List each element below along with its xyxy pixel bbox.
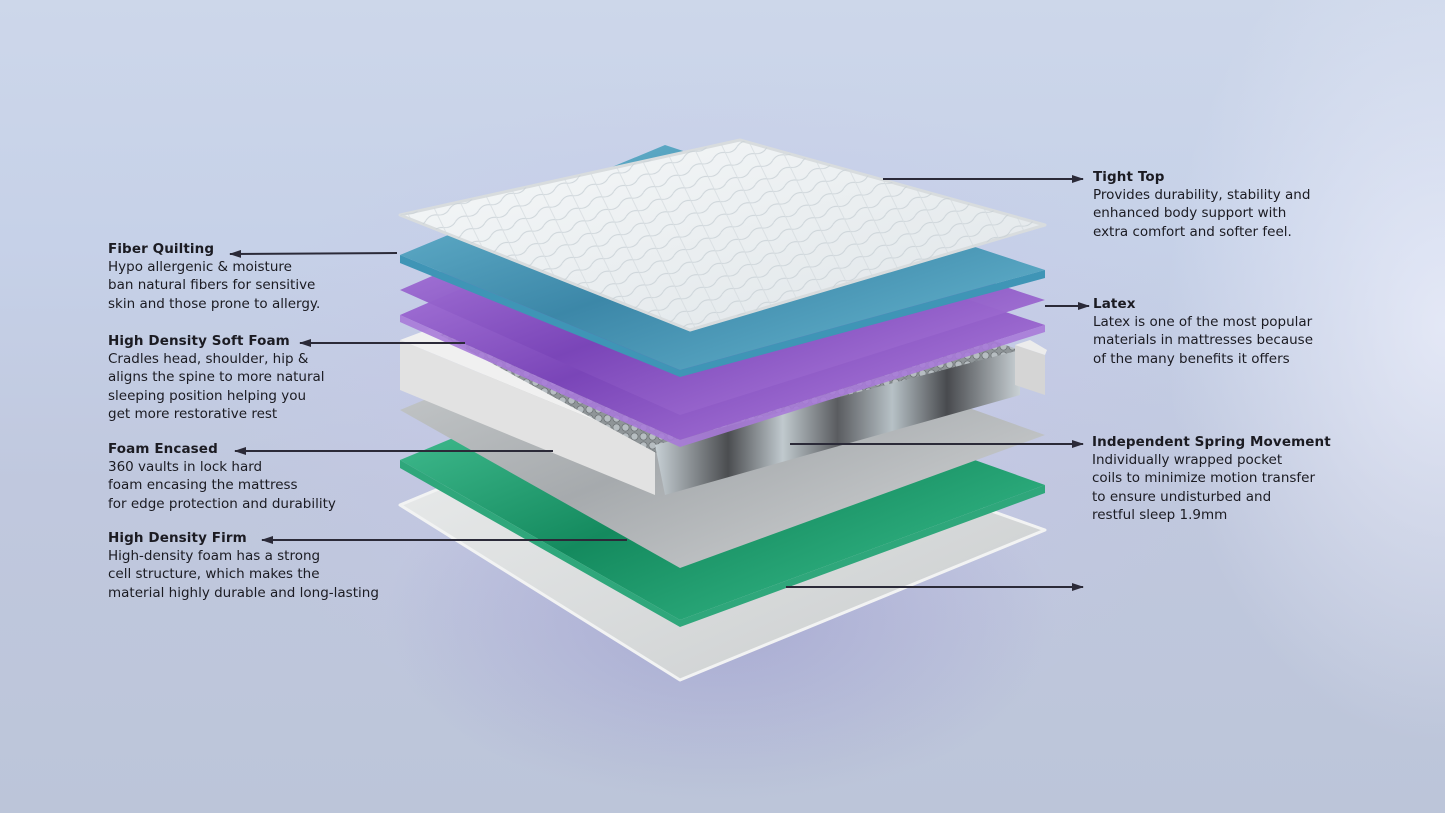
label-title: Independent Spring Movement — [1092, 434, 1331, 450]
label-title: Tight Top — [1093, 169, 1165, 185]
arrow-fiber-quilting — [229, 249, 398, 258]
label-foam-encased: Foam Encased 360 vaults in lock hard foa… — [108, 440, 336, 513]
label-description: Cradles head, shoulder, hip & aligns the… — [108, 351, 325, 422]
label-title: High Density Firm — [108, 530, 247, 546]
label-description: 360 vaults in lock hard foam encasing th… — [108, 459, 336, 512]
label-high-density-firm: High Density Firm High-density foam has … — [108, 529, 379, 602]
label-title: Latex — [1093, 296, 1136, 312]
label-description: Provides durability, stability and enhan… — [1093, 187, 1311, 240]
label-high-density-soft-foam: High Density Soft Foam Cradles head, sho… — [108, 332, 325, 423]
label-description: Latex is one of the most popular materia… — [1093, 314, 1314, 367]
label-title: High Density Soft Foam — [108, 333, 290, 349]
label-title: Foam Encased — [108, 441, 218, 457]
label-description: Individually wrapped pocket coils to min… — [1092, 452, 1316, 523]
label-independent-spring-movement: Independent Spring Movement Individually… — [1092, 433, 1331, 524]
label-description: High-density foam has a strong cell stru… — [108, 548, 379, 601]
label-fiber-quilting: Fiber Quilting Hypo allergenic & moistur… — [108, 240, 320, 313]
label-tight-top: Tight Top Provides durability, stability… — [1093, 168, 1310, 241]
label-title: Fiber Quilting — [108, 241, 215, 257]
tight-top-layer — [398, 138, 1047, 332]
label-latex: Latex Latex is one of the most popular m… — [1093, 295, 1313, 368]
annotation-arrows — [229, 175, 1090, 591]
label-description: Hypo allergenic & moisture ban natural f… — [108, 259, 321, 312]
